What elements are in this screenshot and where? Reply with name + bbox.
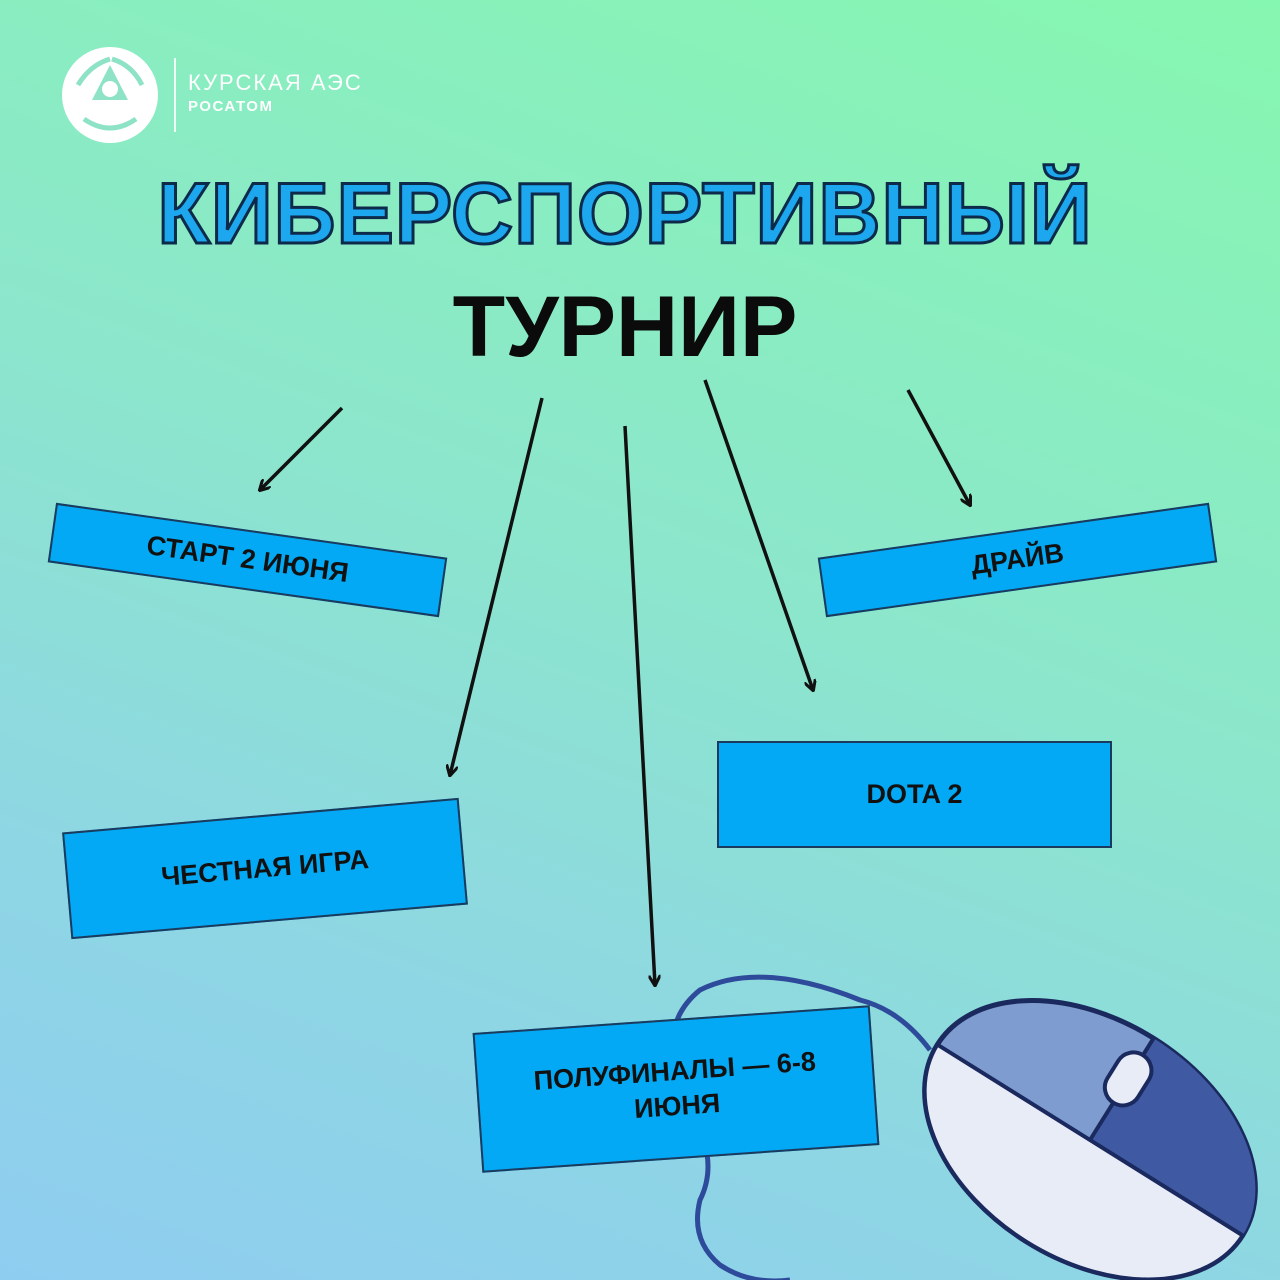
arrow-to-dota — [703, 379, 813, 690]
title-line-1: КИБЕРСПОРТИВНЫЙ — [156, 165, 1093, 264]
arrow-to-fair — [450, 397, 544, 775]
rosatom-logo-icon — [62, 47, 158, 143]
arrow-to-start — [260, 406, 344, 490]
logo-divider — [174, 58, 176, 132]
org-subtitle: РОСАТОМ — [188, 98, 274, 115]
box-semifinals: ПОЛУФИНАЛЫ — 6-8 ИЮНЯ — [472, 1005, 880, 1173]
arrow-to-drive — [906, 389, 970, 505]
arrow-to-semi — [623, 425, 655, 985]
box-dota: DOTA 2 — [717, 741, 1112, 848]
title-line-2: ТУРНИР — [452, 279, 798, 375]
org-name: КУРСКАЯ АЭС — [188, 70, 363, 95]
